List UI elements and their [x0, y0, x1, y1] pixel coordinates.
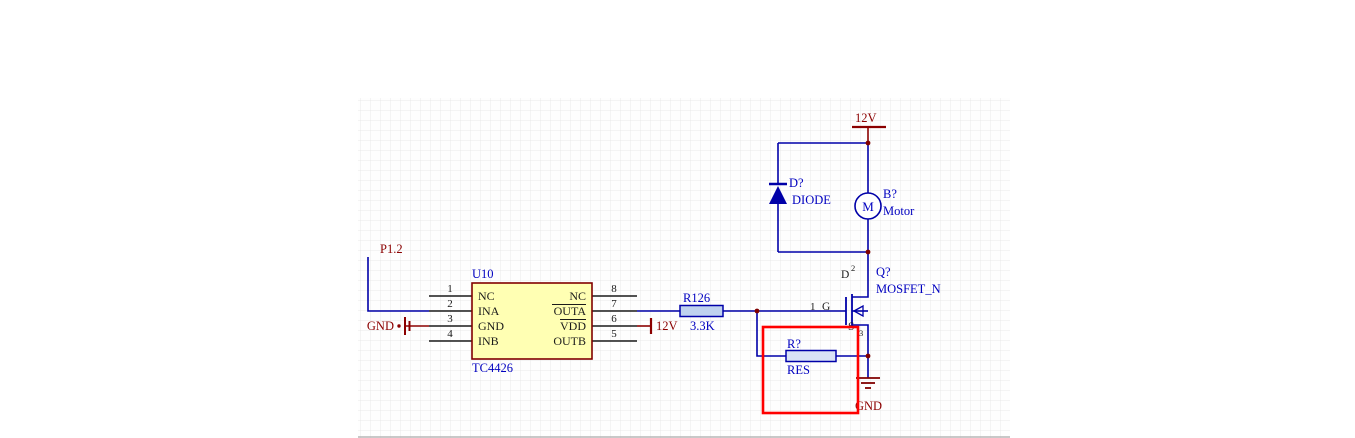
mosfet-drain-lead[interactable]	[852, 252, 869, 298]
u10-pin5-name: OUTB	[553, 334, 586, 348]
u10-pin2-name: INA	[478, 304, 500, 318]
resistor-r126[interactable]: R126 3.3K	[637, 291, 846, 333]
junction-gate	[754, 308, 760, 314]
u10-body[interactable]	[471, 282, 593, 360]
mosfet-source-lead[interactable]	[852, 324, 869, 378]
u10-pin3-number: 3	[447, 313, 453, 325]
motor-designator: B?	[883, 187, 897, 201]
power-12v-vdd-text: 12V	[656, 319, 678, 333]
mosfet-value: MOSFET_N	[876, 282, 941, 296]
rq-value: RES	[787, 363, 810, 377]
u10-pin2-number: 2	[447, 298, 453, 310]
diode-designator: D?	[789, 176, 804, 190]
r126-value: 3.3K	[690, 319, 715, 333]
u10-designator: U10	[472, 267, 494, 281]
u10-pin1-number: 1	[447, 283, 453, 295]
mosfet-gate-number: 1	[810, 301, 816, 313]
power-gnd-bottom[interactable]: GND	[855, 377, 882, 413]
rq-left-branch[interactable]	[756, 311, 786, 357]
power-gnd-left-dot	[397, 324, 401, 328]
power-12v-vdd[interactable]: 12V	[637, 318, 678, 334]
junction-source	[865, 353, 871, 359]
power-gnd-bottom-text: GND	[855, 399, 882, 413]
power-gnd-left[interactable]: GND	[367, 317, 429, 335]
motor-value: Motor	[883, 204, 915, 218]
u10-pin3-name: GND	[478, 319, 504, 333]
u10-pin7-number: 7	[611, 298, 617, 310]
u10-pin5-number: 5	[611, 328, 617, 340]
junction-mid	[865, 249, 871, 255]
mosfet-body-arrow	[852, 304, 864, 318]
mosfet-gate-name: G	[822, 301, 830, 313]
power-gnd-left-text: GND	[367, 319, 394, 333]
r126-designator: R126	[683, 291, 710, 305]
schematic-sheet	[358, 98, 1010, 438]
mosfet-drain-name: D	[841, 269, 849, 281]
u10-pin6-number: 6	[611, 313, 617, 325]
u10-pin6-name: VDD	[560, 319, 586, 333]
ic-u10[interactable]: U10 TC4426 1 2 3 4 8 7 6 5 NC INA GND IN…	[429, 267, 637, 375]
mosfet-q[interactable]: 1 G D 2 S 3 Q? MOSFET_N	[810, 252, 941, 378]
resistor-r-query[interactable]: R? RES	[756, 311, 868, 377]
u10-comment: TC4426	[472, 361, 513, 375]
power-12v-top[interactable]: 12V	[852, 111, 886, 143]
motor-letter: M	[862, 199, 874, 214]
diode-d[interactable]: D? DIODE	[769, 143, 831, 252]
u10-pin7-name: OUTA	[554, 304, 587, 318]
rq-body[interactable]	[785, 349, 837, 363]
mosfet-source-number: 3	[859, 328, 863, 338]
junction-top	[865, 140, 871, 146]
junction-dots	[754, 140, 871, 359]
u10-pin1-name: NC	[478, 289, 495, 303]
u10-pin8-name: NC	[569, 289, 586, 303]
power-12v-top-text: 12V	[855, 111, 877, 125]
r126-body[interactable]	[679, 304, 724, 318]
net-label-p1-2[interactable]: P1.2	[367, 242, 429, 312]
wire-p1-2-to-ina[interactable]	[367, 257, 429, 312]
diode-value: DIODE	[792, 193, 831, 207]
rq-designator: R?	[787, 337, 801, 351]
mosfet-drain-number: 2	[851, 263, 855, 273]
mosfet-designator: Q?	[876, 265, 891, 279]
sheet-grid	[358, 98, 1010, 438]
highlight-rect[interactable]	[761, 325, 860, 415]
diode-triangle[interactable]	[769, 186, 787, 204]
u10-pin4-name: INB	[478, 334, 499, 348]
u10-pin8-number: 8	[611, 283, 617, 295]
u10-pin4-number: 4	[447, 328, 453, 340]
net-label-p1-2-text[interactable]: P1.2	[380, 242, 403, 256]
motor-b[interactable]: M B? Motor	[854, 143, 915, 252]
